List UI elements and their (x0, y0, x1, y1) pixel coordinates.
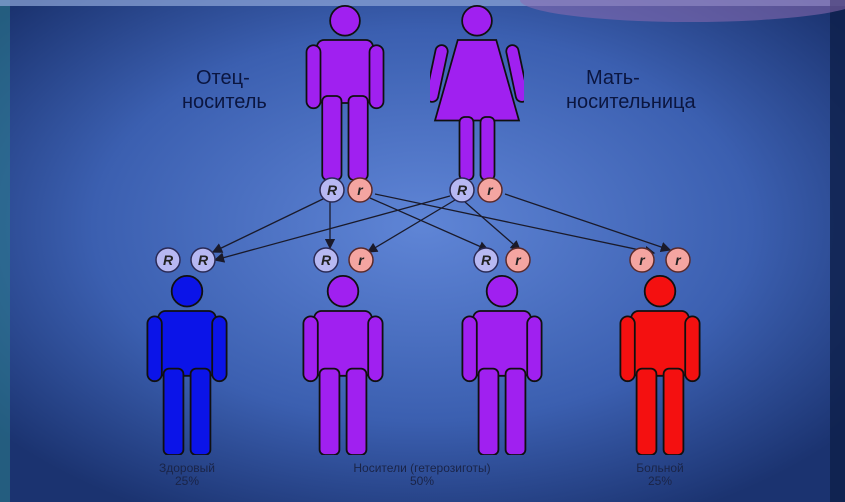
child1-allele-2: R (198, 252, 209, 268)
caption-carriers-percent: 50% (322, 475, 522, 488)
mother-allele-1: R (457, 182, 468, 198)
caption-sick: Больной 25% (560, 462, 760, 488)
child3-allele-1: R (481, 252, 492, 268)
child1-allele-1: R (163, 252, 174, 268)
caption-healthy-percent: 25% (87, 475, 287, 488)
father-label: Отец- носитель (196, 66, 267, 114)
mother-label: Мать- носительница (566, 66, 696, 114)
father-label-line2: носитель (182, 90, 267, 114)
mother-label-line2: носительница (566, 90, 696, 114)
father-allele-1: R (327, 182, 338, 198)
caption-healthy: Здоровый 25% (87, 462, 287, 488)
father-label-line1: Отец- (196, 66, 267, 90)
mother-label-line1: Мать- (586, 66, 696, 90)
child2-allele-1: R (321, 252, 332, 268)
caption-carriers: Носители (гетерозиготы) 50% (322, 462, 522, 488)
caption-sick-percent: 25% (560, 475, 760, 488)
right-edge-strip (830, 0, 845, 502)
left-edge-strip (0, 0, 10, 502)
